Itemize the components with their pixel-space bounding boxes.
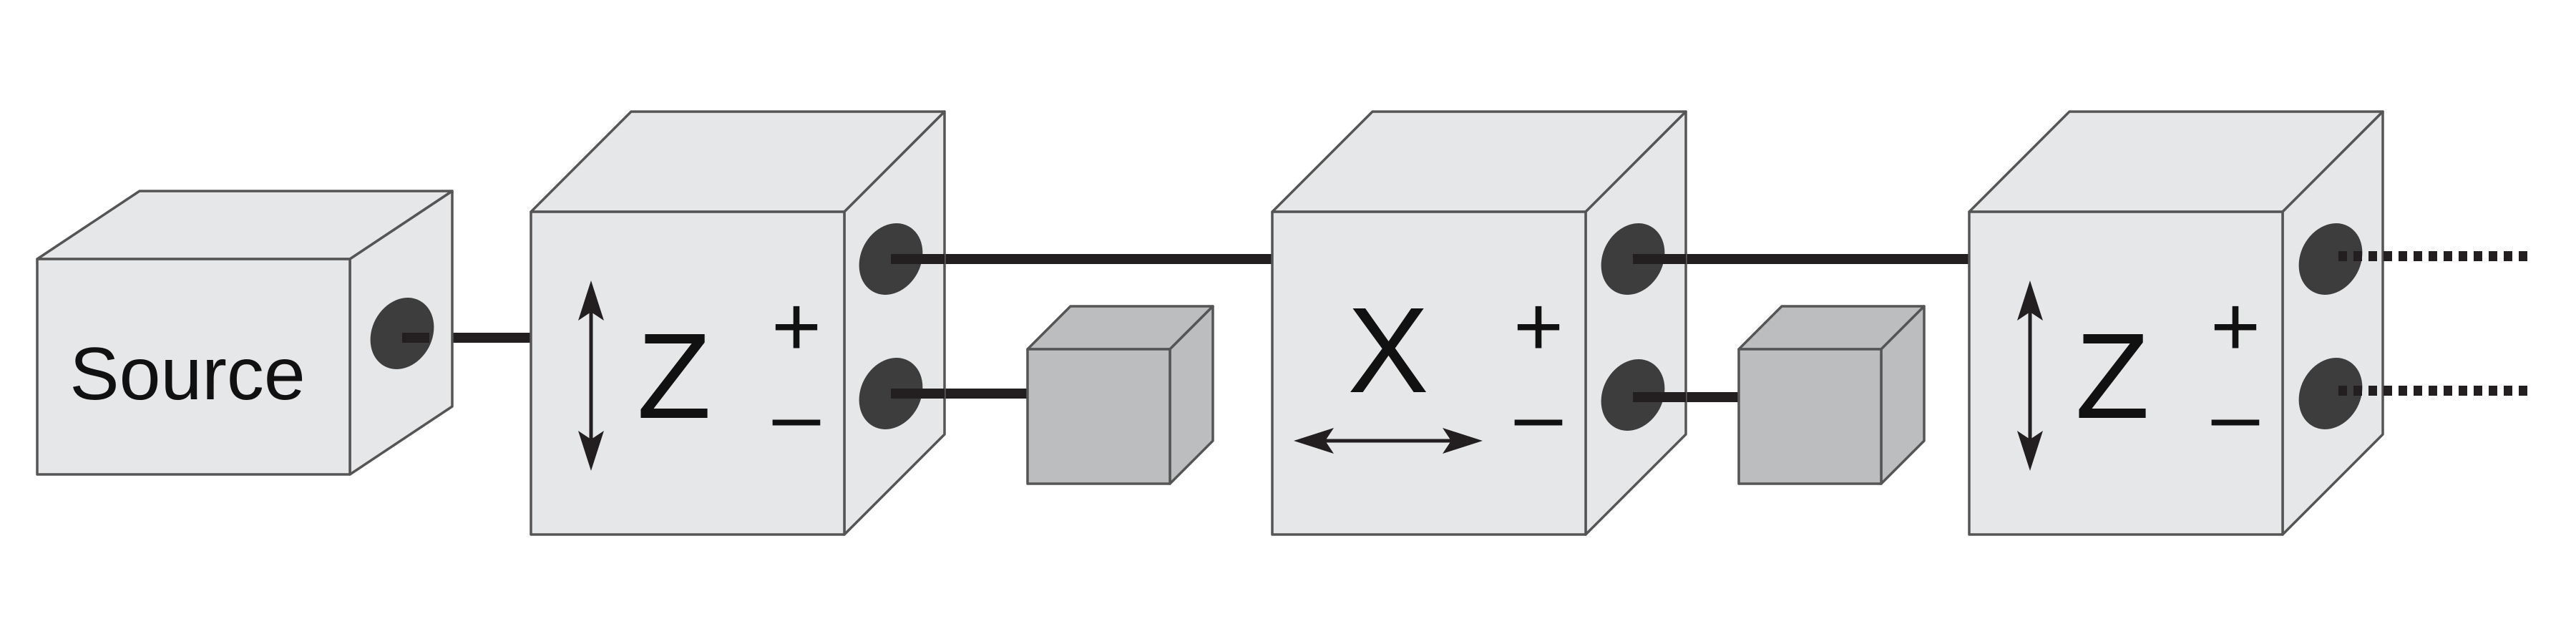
- stage-3-front: [1968, 210, 2284, 536]
- source-label: Source: [69, 333, 306, 416]
- stage-1-box: Z + –: [530, 110, 946, 536]
- stage-2-box: X + –: [1271, 110, 1687, 536]
- stage-2-front: [1271, 210, 1587, 536]
- stage-1-plus-label: +: [771, 278, 821, 374]
- stage-3-top-port: [2298, 223, 2363, 295]
- vertical-double-arrow-icon: [578, 280, 604, 471]
- stage-3-plus-label: +: [2210, 278, 2260, 374]
- small-box-2: [1737, 305, 1926, 485]
- stage-1-front: [530, 210, 846, 536]
- vertical-double-arrow-icon: [2017, 280, 2043, 471]
- small-box-1: [1026, 305, 1214, 485]
- stage-3-box: Z + –: [1968, 110, 2384, 536]
- source-box: Source: [36, 190, 454, 476]
- stage-2-plus-label: +: [1513, 278, 1563, 374]
- small-box-2-front: [1737, 348, 1883, 485]
- stage-2-minus-label: –: [1515, 367, 1563, 463]
- small-box-1-front: [1026, 348, 1171, 485]
- stage-2-axis-label: X: [1347, 283, 1428, 419]
- stage-3-axis-label: Z: [2075, 308, 2150, 444]
- source-box-front: [36, 258, 351, 476]
- stage-1-axis-label: Z: [637, 308, 711, 444]
- horizontal-double-arrow-icon: [1294, 428, 1483, 454]
- stage-1-minus-label: –: [773, 367, 821, 463]
- stage-3-bottom-port: [2298, 358, 2363, 429]
- stage-3-minus-label: –: [2212, 367, 2260, 463]
